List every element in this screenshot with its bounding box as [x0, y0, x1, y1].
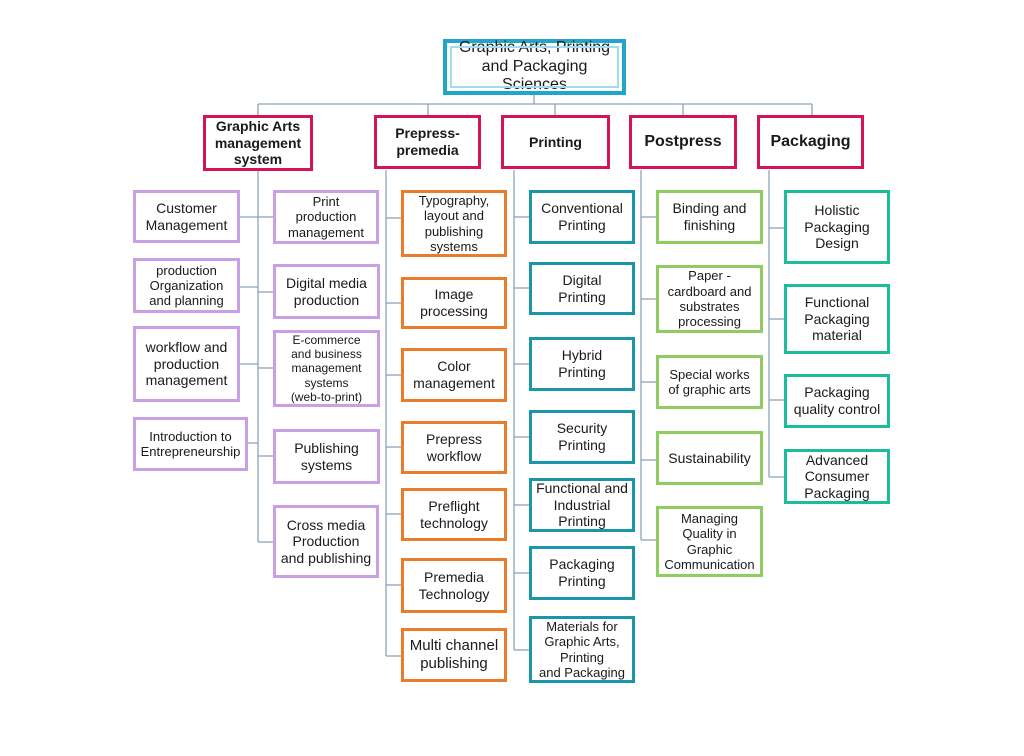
node-sustainability: Sustainability [656, 431, 763, 485]
node-ecommerce-systems: E-commerce and business management syste… [273, 330, 380, 407]
node-production-organization: production Organization and planning [133, 258, 240, 313]
root-node: Graphic Arts, Printing and Packaging Sci… [443, 39, 626, 95]
node-managing-quality: Managing Quality in Graphic Communicatio… [656, 506, 763, 577]
node-materials: Materials for Graphic Arts, Printing and… [529, 616, 635, 683]
category-postpress: Postpress [629, 115, 737, 169]
node-premedia-technology: Premedia Technology [401, 558, 507, 613]
node-conventional-printing: Conventional Printing [529, 190, 635, 244]
node-packaging-quality-control: Packaging quality control [784, 374, 890, 428]
node-preflight-technology: Preflight technology [401, 488, 507, 541]
node-typography-layout: Typography, layout and publishing system… [401, 190, 507, 257]
node-digital-printing: Digital Printing [529, 262, 635, 315]
node-security-printing: Security Printing [529, 410, 635, 464]
node-entrepreneurship: Introduction to Entrepreneurship [133, 417, 248, 471]
node-digital-media-production: Digital media production [273, 264, 380, 319]
node-functional-industrial-printing: Functional and Industrial Printing [529, 478, 635, 532]
node-holistic-packaging-design: Holistic Packaging Design [784, 190, 890, 264]
category-printing: Printing [501, 115, 610, 169]
node-image-processing: Image processing [401, 277, 507, 329]
node-advanced-consumer-packaging: Advanced Consumer Packaging [784, 449, 890, 504]
node-hybrid-printing: Hybrid Printing [529, 337, 635, 391]
node-special-works: Special works of graphic arts [656, 355, 763, 409]
node-multi-channel-publishing: Multi channel publishing [401, 628, 507, 682]
node-binding-finishing: Binding and finishing [656, 190, 763, 244]
category-prepress: Prepress- premedia [374, 115, 481, 169]
category-management: Graphic Arts management system [203, 115, 313, 171]
category-packaging: Packaging [757, 115, 864, 169]
node-color-management: Color management [401, 348, 507, 402]
node-functional-packaging-material: Functional Packaging material [784, 284, 890, 354]
node-prepress-workflow: Prepress workflow [401, 421, 507, 474]
node-paper-substrates: Paper - cardboard and substrates process… [656, 265, 763, 333]
node-cross-media: Cross media Production and publishing [273, 505, 379, 578]
node-print-production-management: Print production management [273, 190, 379, 244]
node-packaging-printing: Packaging Printing [529, 546, 635, 600]
node-workflow-management: workflow and production management [133, 326, 240, 402]
node-publishing-systems: Publishing systems [273, 429, 380, 484]
node-customer-management: Customer Management [133, 190, 240, 243]
